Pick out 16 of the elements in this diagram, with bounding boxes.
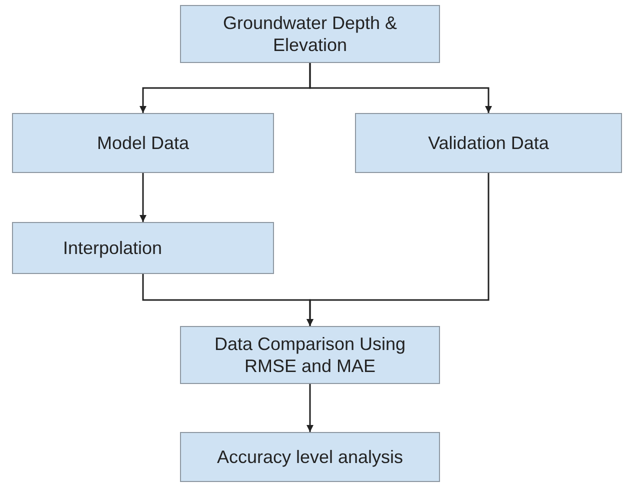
box-label: Accuracy level analysis bbox=[216, 446, 404, 468]
box-label: Data Comparison Using RMSE and MAE bbox=[213, 332, 407, 378]
box-label: Groundwater Depth & Elevation bbox=[222, 12, 398, 56]
arrow bbox=[309, 63, 492, 113]
process-box bbox=[12, 222, 274, 274]
box-label: Validation Data bbox=[427, 132, 550, 154]
arrow bbox=[306, 384, 314, 432]
box-label: Interpolation bbox=[63, 236, 164, 260]
process-box bbox=[180, 432, 440, 482]
process-box bbox=[355, 113, 622, 173]
process-box bbox=[12, 113, 274, 173]
process-box bbox=[180, 326, 440, 384]
process-box bbox=[180, 5, 440, 63]
box-label: Model Data bbox=[96, 132, 190, 154]
arrow bbox=[140, 173, 146, 222]
arrow bbox=[306, 173, 490, 326]
